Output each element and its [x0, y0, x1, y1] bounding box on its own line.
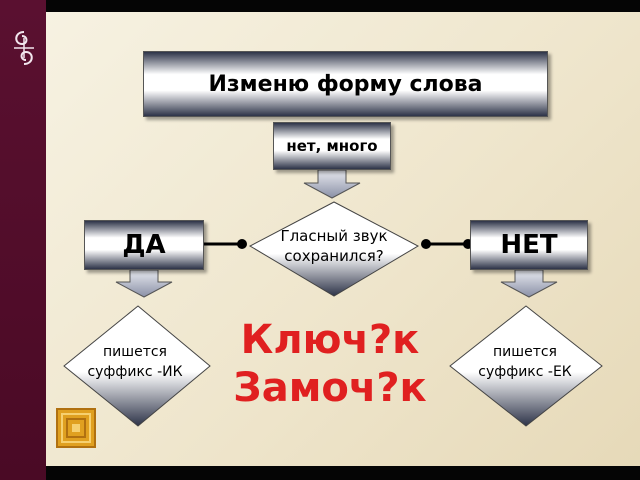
condition-box: нет, много — [273, 122, 391, 170]
arrow-down-no — [500, 269, 558, 298]
example-words: Ключ?к Замоч?к — [210, 316, 450, 412]
bottom-black-bar — [46, 466, 640, 480]
arrow-down-yes — [115, 269, 173, 298]
yes-result-line-1: пишется — [103, 344, 167, 360]
question-diamond — [248, 201, 420, 297]
ornament-icon — [14, 31, 34, 65]
no-label: НЕТ — [500, 230, 558, 260]
yes-label: ДА — [122, 230, 166, 260]
yes-result-diamond — [63, 305, 211, 427]
question-line-1: Гласный звук — [280, 227, 388, 245]
question-text: Гласный звук сохранился? — [260, 226, 408, 266]
no-result-line-2: суффикс -ЕК — [478, 364, 572, 380]
square-spiral-logo-icon — [56, 408, 96, 448]
title-text: Изменю форму слова — [208, 71, 483, 97]
no-result-line-1: пишется — [493, 344, 557, 360]
word-2: Замоч?к — [233, 365, 427, 411]
no-box: НЕТ — [470, 220, 588, 270]
yes-result-line-2: суффикс -ИК — [87, 364, 183, 380]
condition-text: нет, много — [286, 137, 378, 155]
no-result-diamond — [449, 305, 603, 427]
top-black-bar — [46, 0, 640, 12]
no-result-text: пишется суффикс -ЕК — [455, 342, 595, 382]
left-decorative-strip — [0, 0, 46, 480]
word-1: Ключ?к — [240, 317, 420, 363]
yes-result-text: пишется суффикс -ИК — [70, 342, 200, 382]
question-line-2: сохранился? — [284, 247, 384, 265]
connector-right — [421, 239, 473, 249]
title-box: Изменю форму слова — [143, 51, 548, 117]
arrow-down-condition — [303, 169, 361, 199]
yes-box: ДА — [84, 220, 204, 270]
